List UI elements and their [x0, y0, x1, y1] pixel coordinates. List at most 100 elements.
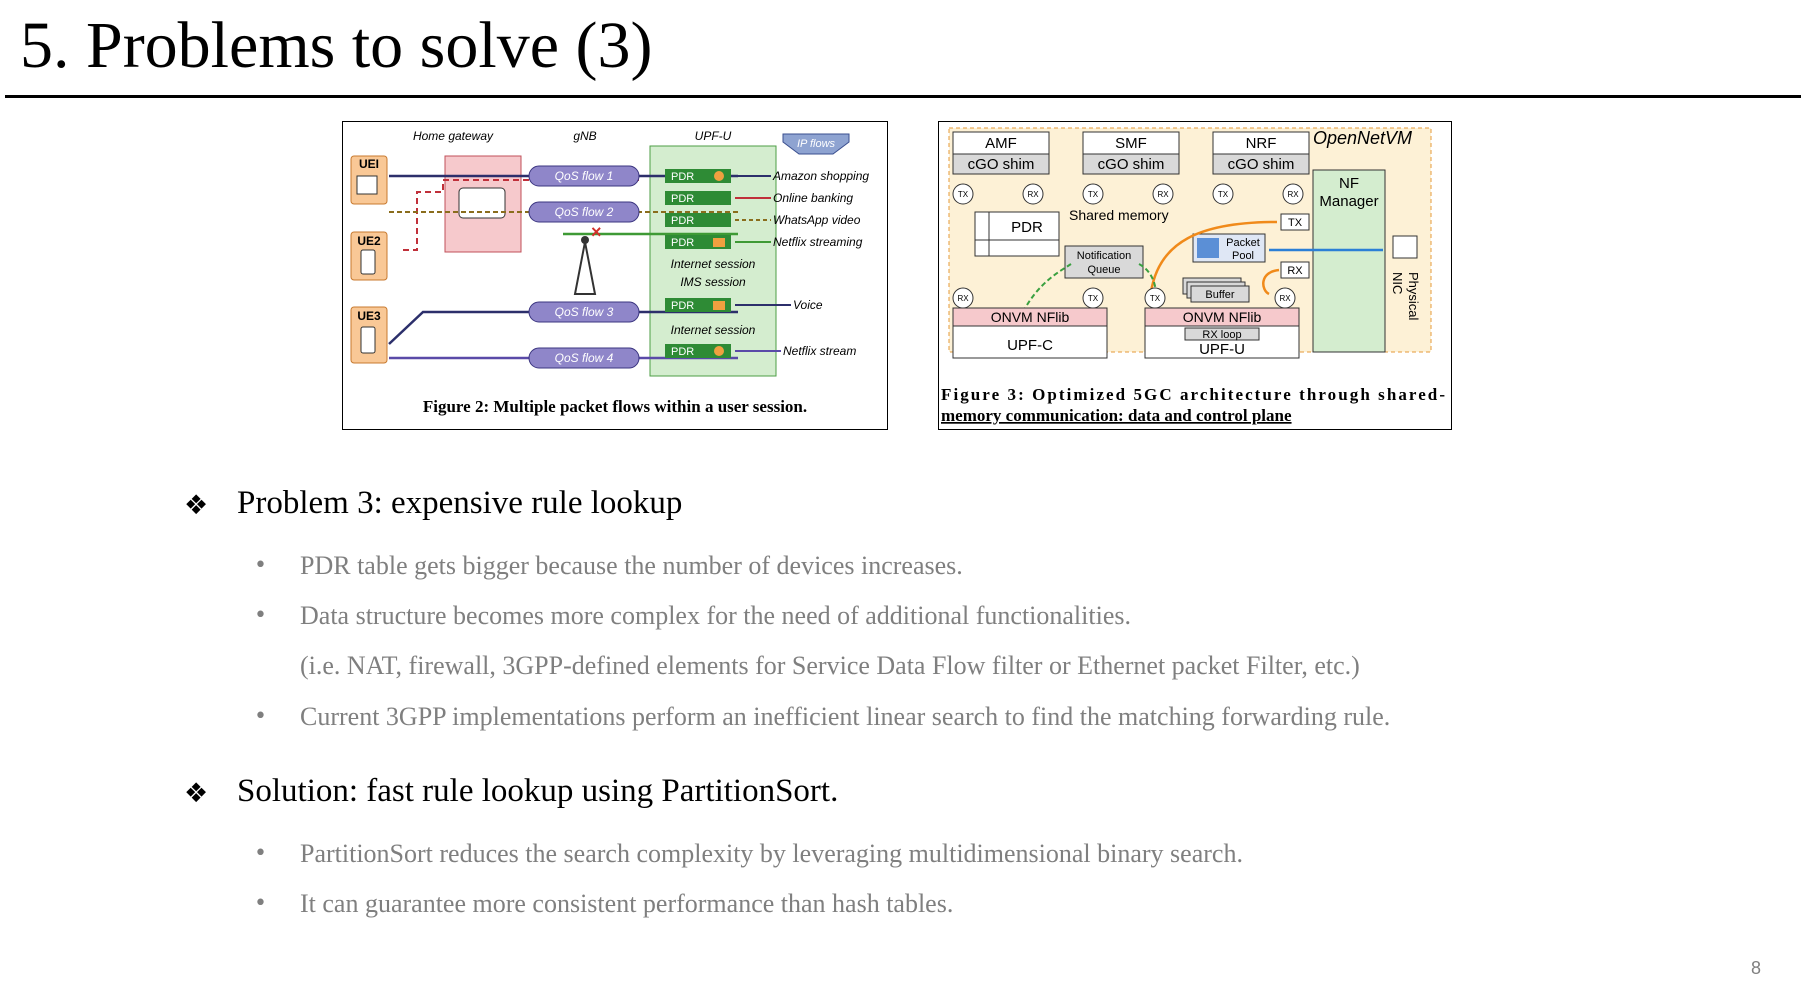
onvm-nflib-c-label: ONVM NFlib	[991, 309, 1070, 325]
svg-text:AMF: AMF	[985, 135, 1017, 152]
bullet-dot-icon: •	[254, 891, 267, 916]
svg-text:RX: RX	[957, 294, 969, 303]
tx-rx-ring-icons: TX RX TX RX TX RX	[952, 183, 1304, 205]
qos-flow-1-pill	[528, 165, 640, 187]
qos-flow-2-pill	[528, 201, 640, 223]
pdr-row-4: PDR	[665, 235, 731, 249]
svg-text:SMF: SMF	[1115, 135, 1147, 152]
bullet-dot-icon: •	[254, 841, 267, 866]
svg-text:RX: RX	[1157, 190, 1169, 199]
packet-pool-icon	[1197, 238, 1219, 258]
svg-text:Buffer: Buffer	[1205, 289, 1234, 301]
svg-text:cGO shim: cGO shim	[1098, 156, 1165, 173]
nic-label: NIC	[1390, 272, 1405, 294]
svg-text:TX: TX	[1088, 190, 1099, 199]
fig2-internet-session-2-label: Internet session	[671, 323, 756, 337]
upf-u-label: UPF-U	[1199, 341, 1245, 358]
upf-box	[649, 145, 777, 377]
ue2-phone-icon	[360, 249, 376, 275]
onvm-nflib-u-label: ONVM NFlib	[1183, 309, 1262, 325]
app-banking-label: Online banking	[773, 191, 853, 205]
orange-rx-arrow	[1262, 268, 1280, 296]
qos-flow-3-label: QoS flow 3	[555, 305, 614, 319]
fig2-upf-label: UPF-U	[695, 129, 732, 143]
flow-line-banking	[403, 179, 643, 251]
bullet-dot-icon: •	[254, 553, 267, 578]
app-amazon-label: Amazon shopping	[772, 169, 869, 183]
svg-text:RX: RX	[1287, 265, 1303, 277]
problem-heading: Problem 3: expensive rule lookup	[237, 485, 683, 521]
nf-manager-rx-box	[1280, 261, 1310, 279]
svg-text:Queue: Queue	[1087, 264, 1120, 276]
upf-c-label: UPF-C	[1007, 337, 1053, 354]
app-voice-label: Voice	[793, 298, 823, 312]
amf-box: AMF cGO shim	[952, 131, 1050, 175]
figure-2-multiple-packet-flows: Home gateway gNB UPF-U IP flows UEI UE2 …	[342, 121, 888, 430]
home-gateway-router-icon	[458, 187, 506, 219]
slide-title: 5. Problems to solve (3)	[20, 9, 653, 82]
fig2-gnb-label: gNB	[573, 129, 596, 143]
qos-flow-2-label: QoS flow 2	[555, 205, 614, 219]
nf-manager-box	[1312, 169, 1386, 353]
svg-text:RX loop: RX loop	[1202, 329, 1241, 341]
svg-text:TX: TX	[958, 190, 969, 199]
blocked-x-icon: ×	[591, 222, 602, 242]
ue3-label: UE3	[357, 309, 381, 323]
ip-flows-arrow-icon	[782, 133, 850, 155]
svg-text:Packet: Packet	[1226, 237, 1260, 249]
pdr-row-6: PDR	[665, 344, 731, 358]
solution-bullet-2: It can guarantee more consistent perform…	[300, 889, 954, 918]
rx-loop-box	[1184, 327, 1260, 341]
fig2-home-gateway-label: Home gateway	[413, 129, 494, 143]
svg-text:PDR: PDR	[671, 346, 694, 358]
nic-icon	[1392, 235, 1418, 259]
ue2-label: UE2	[357, 234, 381, 248]
svg-text:TX: TX	[1088, 294, 1099, 303]
pdr-row-3: PDR	[665, 213, 731, 227]
opennetvm-label: OpenNetVM	[1313, 128, 1412, 148]
app-netflix-stream-label: Netflix stream	[783, 344, 856, 358]
app-netflix-streaming-label: Netflix streaming	[773, 235, 863, 249]
solution-bullet-1: PartitionSort reduces the search complex…	[300, 839, 1243, 868]
svg-text:cGO shim: cGO shim	[968, 156, 1035, 173]
qos-flow-4-label: QoS flow 4	[555, 351, 614, 365]
shared-memory-label: Shared memory	[1069, 207, 1169, 223]
svg-text:RX: RX	[1287, 190, 1299, 199]
nf-manager-label-1: NF	[1339, 175, 1359, 192]
solution-heading: Solution: fast rule lookup using Partiti…	[237, 773, 839, 809]
pdr-row-1: PDR	[665, 169, 731, 183]
svg-text:Notification: Notification	[1077, 250, 1131, 262]
physical-label: Physical	[1406, 272, 1421, 321]
figure-2-caption: Figure 2: Multiple packet flows within a…	[423, 397, 807, 416]
pdr-label: PDR	[1011, 219, 1043, 236]
problem-bullet-2-continuation: (i.e. NAT, firewall, 3GPP-defined elemen…	[300, 651, 1360, 680]
bullet-dot-icon: •	[254, 704, 267, 729]
qos-flow-3-pill	[528, 301, 640, 323]
problem-bullet-3: Current 3GPP implementations perform an …	[300, 702, 1391, 731]
svg-text:cGO shim: cGO shim	[1228, 156, 1295, 173]
fig2-ip-flows-label: IP flows	[797, 138, 836, 150]
svg-text:RX: RX	[1027, 190, 1039, 199]
qos-flow-1-label: QoS flow 1	[555, 169, 614, 183]
nf-manager-label-2: Manager	[1319, 193, 1378, 210]
svg-text:PDR: PDR	[671, 237, 694, 249]
svg-text:PDR: PDR	[671, 215, 694, 227]
figure-3-caption-line-2: memory communication: data and control p…	[941, 406, 1292, 425]
svg-text:Pool: Pool	[1232, 250, 1254, 262]
svg-text:TX: TX	[1218, 190, 1229, 199]
ue1-label: UEI	[359, 157, 379, 171]
buffer-box	[1190, 285, 1250, 303]
problem-bullet-2: Data structure becomes more complex for …	[300, 601, 1131, 630]
bullet-dot-icon: •	[254, 603, 267, 628]
ue3-phone-icon	[360, 326, 376, 354]
fig2-internet-session-label: Internet session	[671, 257, 756, 271]
page-number: 8	[1750, 958, 1761, 978]
smf-box: SMF cGO shim	[1082, 131, 1180, 175]
figure-3-caption-line-1: Figure 3: Optimized 5GC architecture thr…	[941, 385, 1445, 404]
pdr-row-5: PDR	[665, 298, 731, 312]
title-divider	[5, 95, 1801, 98]
nf-manager-tx-box	[1280, 213, 1310, 231]
flow-line-3	[388, 310, 738, 345]
